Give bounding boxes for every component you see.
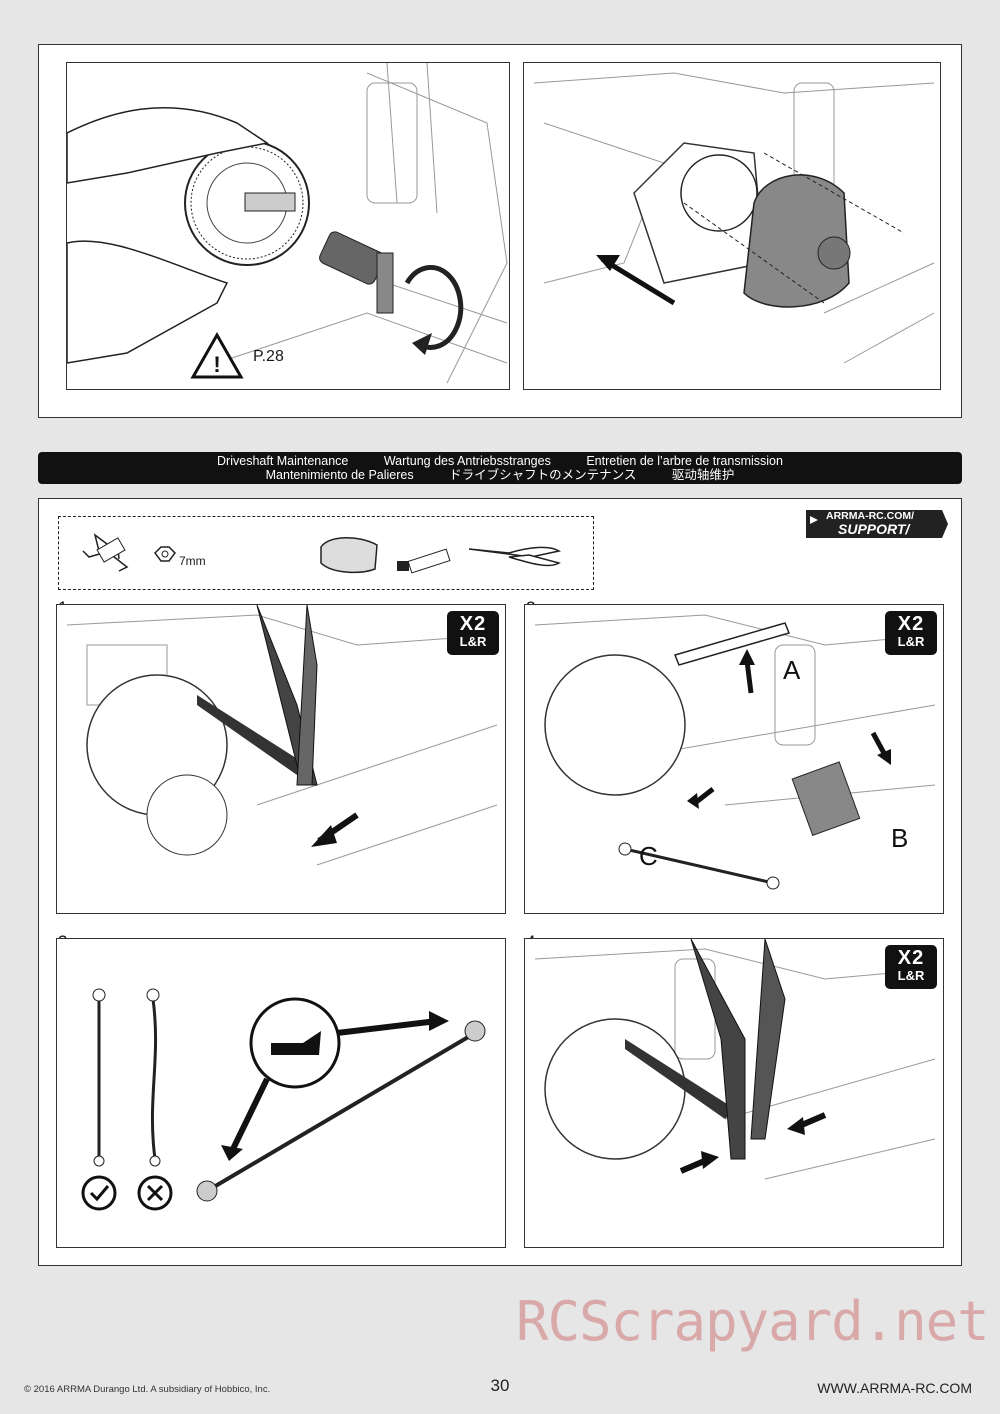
copyright-notice: © 2016 ARRMA Durango Ltd. A subsidiary o… xyxy=(24,1384,271,1395)
straight-driveshaft-ok xyxy=(92,988,106,1167)
illustration-remove-spur-gear: ! P.28 xyxy=(66,62,510,390)
support-label: SUPPORT/ xyxy=(838,521,910,537)
title-es: Mantenimiento de Palieres xyxy=(265,468,414,482)
title-ja: ドライブシャフトのメンテナンス xyxy=(449,468,637,482)
step-3-drawing xyxy=(81,988,486,1211)
hex-nut-icon xyxy=(154,546,176,562)
step-2-drawing xyxy=(534,614,936,890)
bent-driveshaft-bad xyxy=(146,988,161,1167)
step-3-panel xyxy=(56,938,506,1248)
grease-tube-icon xyxy=(397,548,451,574)
rag-icon xyxy=(320,537,378,574)
pliers-icon xyxy=(468,546,562,567)
svg-text:!: ! xyxy=(213,352,220,377)
title-fr: Entretien de l’arbre de transmission xyxy=(586,454,783,468)
part-label-c: C xyxy=(639,841,658,871)
tools-required-box: 7mm xyxy=(58,516,594,590)
check-icon xyxy=(81,1175,117,1211)
page-number: 30 xyxy=(490,1376,510,1395)
hex-size-label: 7mm xyxy=(179,554,206,568)
x2-lr-badge: X2 L&R xyxy=(885,611,937,655)
title-zh: 驱动轴维护 xyxy=(671,468,735,482)
x2-lr-badge: X2 L&R xyxy=(447,611,499,655)
illustration-install-cover xyxy=(523,62,941,390)
tools-drawing xyxy=(82,533,562,574)
step-4-drawing xyxy=(534,939,936,1180)
support-url: ARRMA-RC.COM/ xyxy=(826,510,915,522)
step-4-panel: X2 L&R xyxy=(524,938,944,1248)
website-link[interactable]: WWW.ARRMA-RC.COM xyxy=(817,1380,972,1396)
support-logo-badge xyxy=(806,510,948,538)
x2-lr-badge: X2 L&R xyxy=(885,945,937,989)
part-label-b: B xyxy=(891,823,909,853)
support-logo[interactable]: ARRMA-RC.COM/ SUPPORT/ xyxy=(802,508,950,540)
step-2-panel: A B C X2 L&R xyxy=(524,604,944,914)
gear-cover-drawing xyxy=(533,72,935,364)
step-1-panel: X2 L&R xyxy=(56,604,506,914)
step-1-drawing xyxy=(66,605,498,866)
title-de: Wartung des Antriebsstranges xyxy=(383,454,551,468)
watermark-text: RCScrapyard.net xyxy=(516,1290,990,1353)
section-title-banner: Driveshaft Maintenance Wartung des Antri… xyxy=(38,452,962,484)
cross-wrench-icon xyxy=(82,533,129,572)
part-label-a: A xyxy=(783,655,801,685)
warning-page-reference: P.28 xyxy=(253,348,284,365)
title-en: Driveshaft Maintenance xyxy=(217,454,349,468)
spur-gear-drawing: ! xyxy=(67,63,508,384)
